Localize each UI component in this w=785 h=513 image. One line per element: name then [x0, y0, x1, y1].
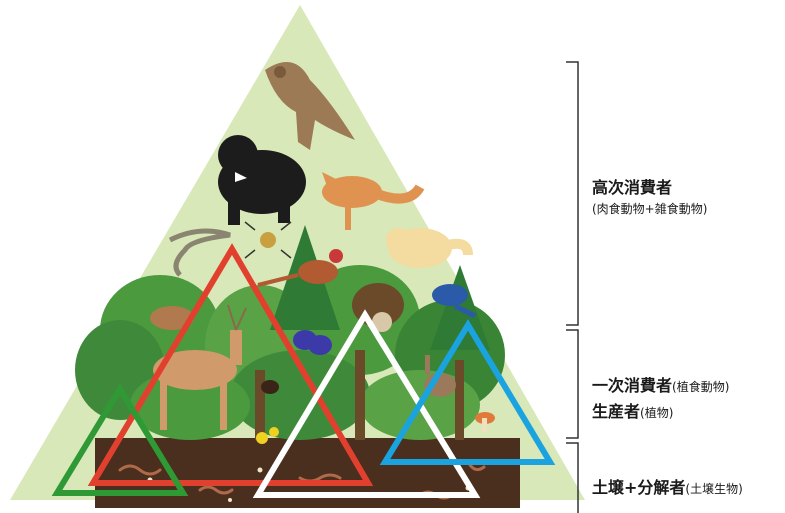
middle-2-subtitle: (植物) — [640, 406, 674, 420]
pheasant-icon — [257, 249, 343, 287]
beetle-icon — [261, 380, 279, 394]
top-level-subtitle: (肉食動物+雑食動物) — [592, 202, 708, 216]
fox-icon — [322, 172, 425, 230]
deer-icon — [153, 304, 247, 430]
bottom-subtitle: (土壌生物) — [685, 482, 743, 496]
overlay-triangle-green — [51, 383, 189, 496]
bear-icon — [218, 135, 306, 225]
middle-2-title: 生産者 — [592, 402, 641, 421]
snake-icon — [168, 228, 231, 277]
flower-icon — [256, 427, 279, 444]
spider-icon — [244, 221, 292, 259]
hawk-icon — [265, 62, 355, 150]
top-level-title: 高次消費者 — [592, 178, 673, 197]
butterfly-icon — [293, 330, 332, 355]
middle-level-title-1: 一次消費者(植食動物) — [592, 372, 729, 396]
marten-icon — [386, 228, 473, 268]
middle-level-title-2: 生産者(植物) — [592, 398, 673, 422]
mushroom-icon — [475, 412, 495, 432]
middle-1-subtitle: (植食動物) — [672, 380, 730, 394]
bottom-title: 土壌+分解者 — [592, 478, 686, 497]
bracket-top — [566, 61, 579, 326]
overlay-triangle-red — [87, 243, 374, 486]
bird-icon — [432, 284, 477, 319]
bottom-level-title: 土壌+分解者(土壌生物) — [592, 474, 743, 498]
bracket-bottom — [566, 442, 579, 513]
mouse-icon — [150, 306, 194, 330]
overlay-triangle-blue — [379, 319, 556, 465]
bracket-middle — [566, 329, 579, 439]
middle-1-title: 一次消費者 — [592, 376, 673, 395]
